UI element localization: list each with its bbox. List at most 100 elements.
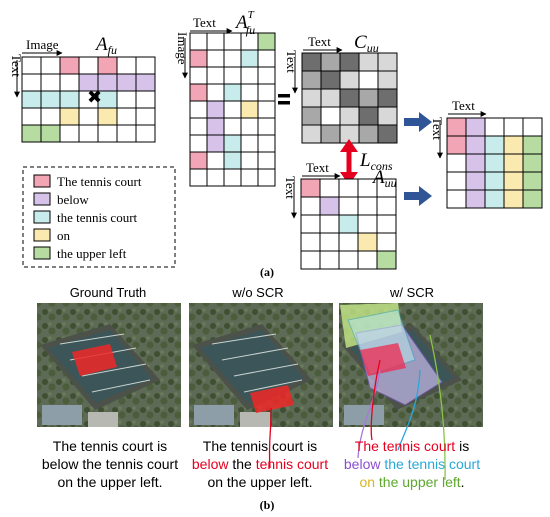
afut-cell [240,151,259,170]
auu-matrix [300,178,397,270]
cuu-cell [358,70,379,90]
auu-matrix-group: Text Text Auu [283,160,397,270]
result-cell [446,117,467,137]
aerial-image-with-scr [339,303,483,481]
cuu-cell [377,88,398,108]
cuu-cell [320,124,341,144]
wo-highlight-region [250,385,294,413]
result-text-axis-label-top: Text [452,98,475,113]
legend-swatch-yellow [33,228,51,242]
auu-cell [319,196,340,216]
cuu-cell [377,52,398,72]
afu-cell [116,90,137,109]
multiply-icon: ✖ [87,87,102,107]
cuu-label: Cuu [354,32,379,55]
wscr-region-tennis-court-1 [360,343,406,376]
caption-w-tennis-court-1: The tennis court [354,438,456,454]
cuu-text-axis-label-top: Text [308,34,331,49]
caption-ground-truth: The tennis court is below the tennis cou… [30,437,190,491]
afu-cell [116,73,137,92]
afut-text-axis-label: Text [193,15,216,30]
legend-label-green: the upper left [57,246,127,261]
result-matrix [446,117,543,209]
afu-cell [135,90,156,109]
auu-cell [357,232,378,252]
result-cell [522,153,543,173]
result-cell [484,135,505,155]
afut-cell [206,32,225,51]
aerial-image-ground-truth [37,303,181,427]
afut-cell [240,117,259,136]
afut-cell [223,49,242,68]
caption-wo-line-2: below the tennis court [182,455,338,473]
afut-cell [223,83,242,102]
afu-cell [78,124,99,143]
auu-cell [376,250,397,270]
afu-image-axis-label: Image [26,37,59,52]
result-cell [522,135,543,155]
cuu-text-axis-label-left: Text [284,50,299,73]
afut-cell [206,66,225,85]
equals-icon [278,94,290,105]
afut-matrix [189,32,276,187]
legend-label-yellow: on [57,228,71,243]
auu-cell [319,178,340,198]
wscr-connector-red [370,359,381,441]
afu-cell [21,124,42,143]
auu-cell [376,214,397,234]
caption-wo-line-1: The tennis court is [202,438,318,454]
afu-cell [97,107,118,126]
afu-cell [135,107,156,126]
caption-w-on: on [359,474,376,490]
result-cell [446,171,467,191]
afut-cell [206,134,225,153]
afut-cell [206,100,225,119]
afut-cell [257,32,276,51]
result-cell [484,171,505,191]
legend-swatch-purple [33,192,51,206]
afut-cell [257,117,276,136]
caption-wo-below: below [191,456,229,472]
afu-cell [135,56,156,75]
auu-cell [357,196,378,216]
caption-w-is: is [459,438,470,454]
cuu-matrix [301,52,398,144]
cuu-cell [301,52,322,72]
aerial-image-without-scr [189,303,333,469]
cuu-cell [358,106,379,126]
afu-cell [97,56,118,75]
afut-cell [223,100,242,119]
afut-cell [257,49,276,68]
afut-cell [223,168,242,187]
afut-cell [223,66,242,85]
wo-connector-line [268,407,272,469]
afut-cell [206,49,225,68]
cuu-cell [301,70,322,90]
afut-cell [189,151,208,170]
afut-cell [189,49,208,68]
afu-cell [116,107,137,126]
legend-swatch-green [33,246,51,260]
auu-cell [338,214,359,234]
afut-cell [240,66,259,85]
afu-cell [21,107,42,126]
auu-text-axis-label-top: Text [306,160,329,175]
afu-label: Afu [94,34,117,57]
result-cell [446,135,467,155]
afut-cell [240,134,259,153]
title-with-scr: w/ SCR [389,285,434,300]
cuu-cell [339,106,360,126]
afut-cell [223,32,242,51]
auu-cell [338,196,359,216]
afut-cell [257,66,276,85]
result-cell [522,189,543,209]
afut-image-axis-label: Image [175,32,190,65]
cuu-cell [301,106,322,126]
cuu-cell [301,88,322,108]
auu-text-axis-label-left: Text [283,176,298,199]
afut-cell [206,168,225,187]
result-cell [522,171,543,191]
cuu-cell [320,52,341,72]
cuu-cell [377,124,398,144]
result-cell [503,189,524,209]
